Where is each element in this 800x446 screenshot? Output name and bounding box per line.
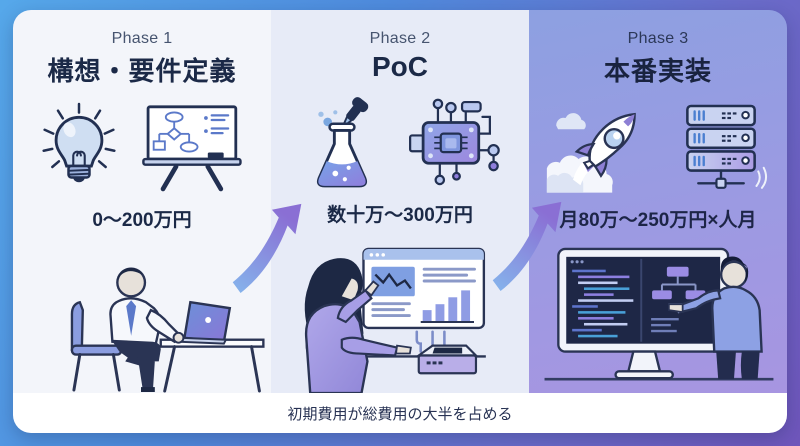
woman-presenting-charts-illustration (304, 247, 486, 393)
flask-dropper-icon (316, 97, 369, 188)
phase2-title: PoC (372, 51, 428, 82)
phase2-column: Phase 2 PoC (271, 10, 529, 393)
phase3-icons (545, 96, 771, 196)
phase1-price: 0〜200万円 (92, 210, 192, 231)
circuit-board-icon (409, 98, 500, 186)
phase3-title: 本番実装 (603, 56, 712, 86)
phase3-label: Phase 3 (627, 30, 689, 47)
phase-columns: Phase 1 構想・要件定義 (13, 10, 787, 393)
phase3-column: Phase 3 本番実装 (529, 10, 787, 393)
phases-card: Phase 1 構想・要件定義 (13, 10, 787, 433)
phase2-illustration (271, 245, 529, 393)
man-working-on-laptop-illustration (70, 267, 265, 393)
phase2-icons (299, 91, 501, 191)
footer-note-text: 初期費用が総費用の大半を占める (287, 405, 513, 423)
engineer-at-code-screen-illustration (544, 247, 774, 381)
phase3-illustration (529, 245, 787, 393)
phase2-price: 数十万〜300万円 (327, 205, 473, 226)
phase2-label: Phase 2 (369, 30, 431, 47)
phase1-title: 構想・要件定義 (47, 56, 237, 86)
arrow-phase1-to-phase2-icon (232, 203, 302, 294)
phase3-price: 月80万〜250万円×人月 (559, 210, 757, 231)
phase1-label: Phase 1 (111, 30, 173, 47)
whiteboard-flowchart-icon (142, 105, 242, 192)
phase1-column: Phase 1 構想・要件定義 (13, 10, 271, 393)
lightbulb-icon (42, 102, 116, 183)
arrow-phase2-to-phase3-icon (492, 201, 562, 292)
rocket-launch-icon (546, 112, 636, 193)
phase1-icons (37, 96, 247, 196)
phase1-illustration (13, 245, 271, 393)
server-rack-icon (686, 104, 768, 189)
footer-note-bar: 初期費用が総費用の大半を占める (13, 393, 787, 433)
